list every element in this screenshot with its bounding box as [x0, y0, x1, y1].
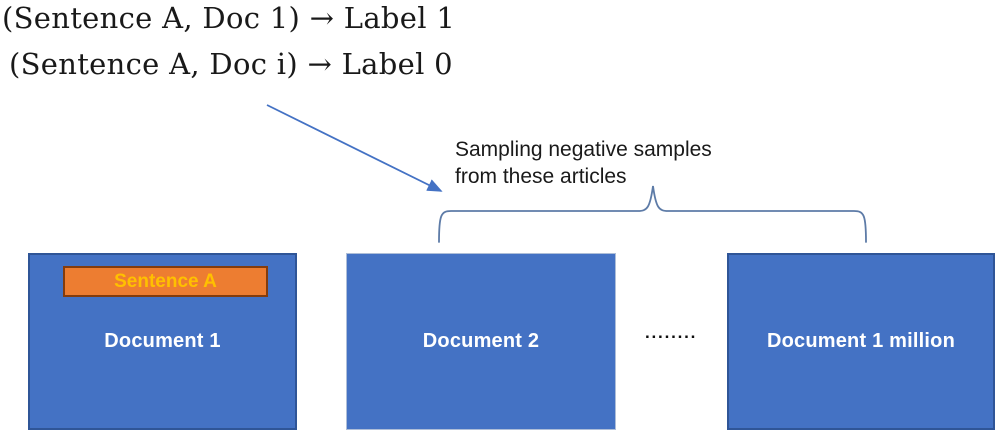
document-2-label: Document 2 [422, 330, 540, 352]
formula-negative-pair: (Sentence A, Doc i) → Label 0 [9, 47, 453, 81]
document-1-label: Document 1 [104, 330, 221, 352]
sentence-a-label: Sentence A [114, 270, 217, 292]
sentence-a-box: Sentence A [63, 266, 268, 297]
sampling-annotation: Sampling negative samples from these art… [455, 138, 712, 188]
ellipsis-dots: ........ [645, 323, 698, 342]
document-1-million-label: Document 1 million [766, 330, 956, 352]
document-1-box: Sentence A Document 1 [28, 253, 297, 430]
document-1-million-box: Document 1 million [727, 253, 995, 430]
curly-brace-icon [438, 185, 867, 243]
document-2-box: Document 2 [346, 253, 616, 430]
arrow-icon [266, 104, 443, 192]
formula-positive-pair: (Sentence A, Doc 1) → Label 1 [2, 1, 456, 35]
